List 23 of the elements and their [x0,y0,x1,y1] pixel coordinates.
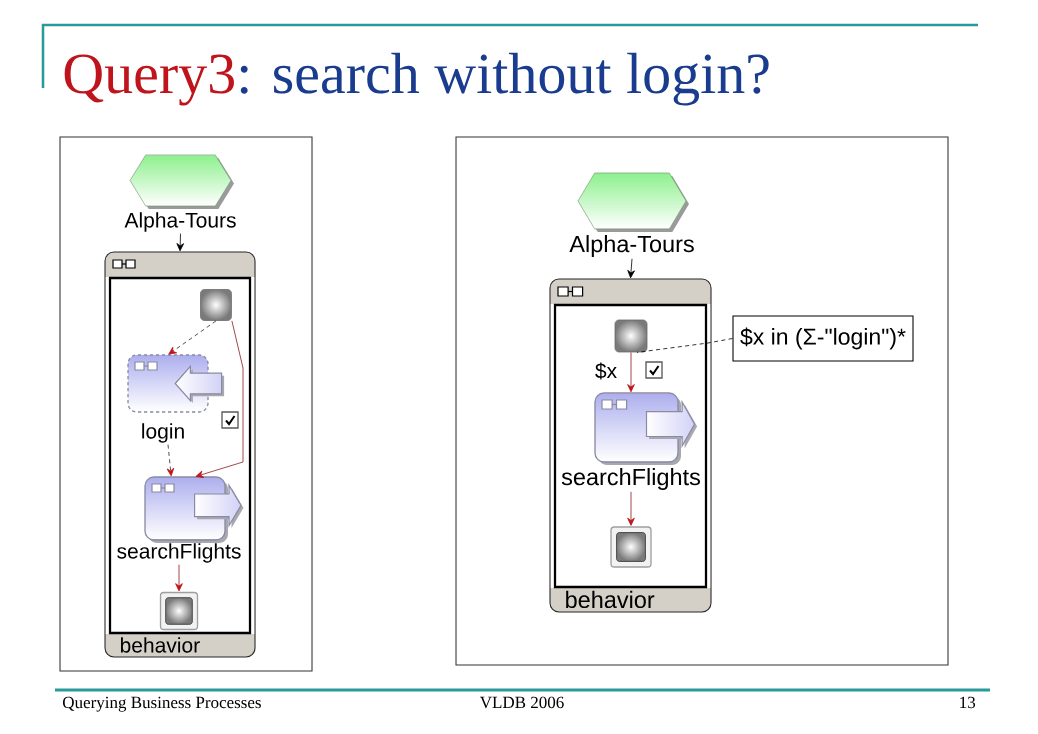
title: Query3: search without login? [64,52,769,106]
footer-text: 13 [960,696,976,709]
arrow [627,258,635,279]
arrow [166,444,175,477]
footer-text: VLDB 2006 [479,696,564,709]
arrow [627,491,635,526]
node-label: Alpha-Tours [124,212,236,232]
hexagon-node: Alpha-Tours [569,172,694,257]
end-square [610,526,652,568]
end-square [159,591,199,631]
arrow [627,352,635,393]
footer-text: Querying Business Processes [62,696,261,712]
arrow [195,320,244,478]
node-label: Alpha-Tours [569,235,694,257]
leader-line [636,338,733,353]
arrow [168,320,217,355]
arrow [176,233,184,252]
start-square [200,289,232,321]
hexagon-node: Alpha-Tours [124,154,236,232]
arrow [175,564,183,592]
start-square [614,319,648,353]
annotation-box: $x in (Σ-"login")* [732,315,914,362]
edge-label: $x [593,361,619,381]
